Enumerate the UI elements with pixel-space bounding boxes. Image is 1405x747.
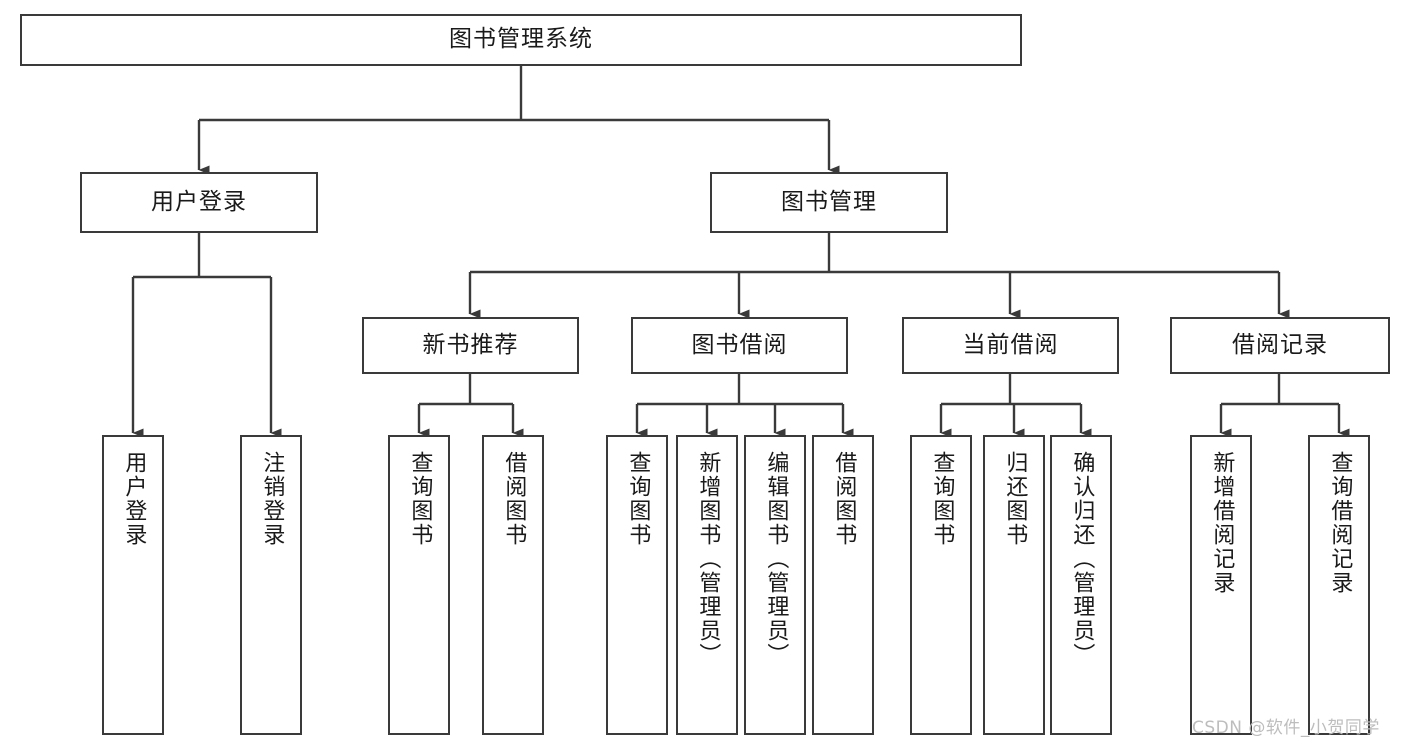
node-leaf-return-book[interactable]: 归还图书	[983, 435, 1045, 735]
node-leaf-logout-login[interactable]: 注销登录	[240, 435, 302, 735]
node-book-borrow[interactable]: 图书借阅	[631, 317, 848, 374]
node-current-borrow-label: 当前借阅	[962, 331, 1059, 358]
csdn-watermark: CSDN @软件_小贺同学	[1192, 718, 1380, 738]
node-book-management-label: 图书管理	[781, 188, 877, 215]
node-current-borrow[interactable]: 当前借阅	[902, 317, 1119, 374]
node-leaf-query-book-3-label: 查询图书	[929, 451, 955, 547]
node-book-borrow-label: 图书借阅	[691, 331, 788, 358]
node-leaf-return-book-label: 归还图书	[1002, 451, 1028, 547]
node-leaf-add-borrow-record[interactable]: 新增借阅记录	[1190, 435, 1252, 735]
node-book-management[interactable]: 图书管理	[710, 172, 948, 233]
node-leaf-confirm-return[interactable]: 确认归还（管理员）	[1050, 435, 1112, 735]
node-leaf-add-borrow-record-label: 新增借阅记录	[1209, 451, 1235, 595]
node-leaf-add-book-label: 新增图书（管理员）	[695, 451, 721, 667]
node-leaf-confirm-return-label: 确认归还（管理员）	[1069, 451, 1095, 667]
node-new-book-recommend-label: 新书推荐	[422, 331, 519, 358]
node-leaf-query-borrow-record[interactable]: 查询借阅记录	[1308, 435, 1370, 735]
node-leaf-edit-book[interactable]: 编辑图书（管理员）	[744, 435, 806, 735]
node-borrow-record[interactable]: 借阅记录	[1170, 317, 1390, 374]
node-borrow-record-label: 借阅记录	[1232, 331, 1328, 358]
node-leaf-user-login-label: 用户登录	[121, 451, 147, 547]
node-leaf-query-book-3[interactable]: 查询图书	[910, 435, 972, 735]
node-root[interactable]: 图书管理系统	[20, 14, 1022, 66]
node-leaf-borrow-book-1[interactable]: 借阅图书	[482, 435, 544, 735]
node-leaf-borrow-book-2[interactable]: 借阅图书	[812, 435, 874, 735]
node-leaf-query-book-2[interactable]: 查询图书	[606, 435, 668, 735]
node-leaf-logout-login-label: 注销登录	[259, 451, 285, 547]
node-leaf-query-borrow-record-label: 查询借阅记录	[1327, 451, 1353, 595]
node-new-book-recommend[interactable]: 新书推荐	[362, 317, 579, 374]
node-user-login-label: 用户登录	[151, 188, 247, 215]
node-root-label: 图书管理系统	[449, 26, 593, 53]
node-leaf-borrow-book-1-label: 借阅图书	[501, 451, 527, 547]
node-leaf-edit-book-label: 编辑图书（管理员）	[763, 451, 789, 667]
node-leaf-add-book[interactable]: 新增图书（管理员）	[676, 435, 738, 735]
node-leaf-borrow-book-2-label: 借阅图书	[831, 451, 857, 547]
node-leaf-query-book-1[interactable]: 查询图书	[388, 435, 450, 735]
node-user-login[interactable]: 用户登录	[80, 172, 318, 233]
node-leaf-user-login[interactable]: 用户登录	[102, 435, 164, 735]
node-leaf-query-book-2-label: 查询图书	[625, 451, 651, 547]
node-leaf-query-book-1-label: 查询图书	[407, 451, 433, 547]
